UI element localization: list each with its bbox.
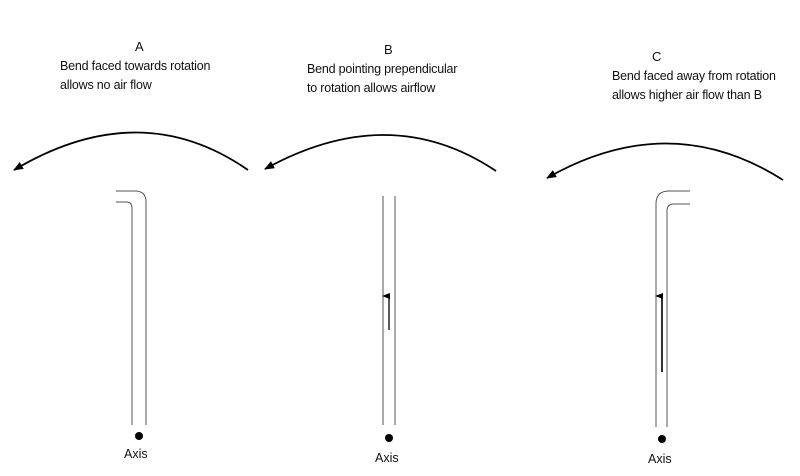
panel-c-line2: allows higher air flow than B	[612, 88, 762, 102]
axis-label-c: Axis	[648, 452, 672, 466]
axis-dot-a	[135, 432, 143, 440]
rotation-arrow-b	[264, 134, 497, 172]
tube-a	[116, 190, 147, 425]
panel-c-line1: Bend faced away from rotation	[612, 69, 776, 83]
tube-b	[382, 196, 396, 425]
rotation-arrow-c	[546, 142, 784, 181]
panel-b-line2: to rotation allows airflow	[307, 81, 436, 95]
panel-c-letter: C	[652, 49, 662, 64]
panel-a-letter: A	[135, 39, 144, 54]
panel-b-line1: Bend pointing prependicular	[307, 62, 458, 76]
axis-dot-b	[385, 434, 393, 442]
axis-dot-c	[658, 435, 666, 443]
rotation-arrow-a	[13, 131, 249, 171]
panel-a-line2: allows no air flow	[60, 78, 152, 92]
axis-label-b: Axis	[375, 451, 399, 465]
panel-a-line1: Bend faced towards rotation	[60, 59, 211, 73]
axis-label-a: Axis	[124, 447, 148, 461]
tube-c	[655, 190, 690, 427]
panel-b-letter: B	[384, 42, 393, 57]
